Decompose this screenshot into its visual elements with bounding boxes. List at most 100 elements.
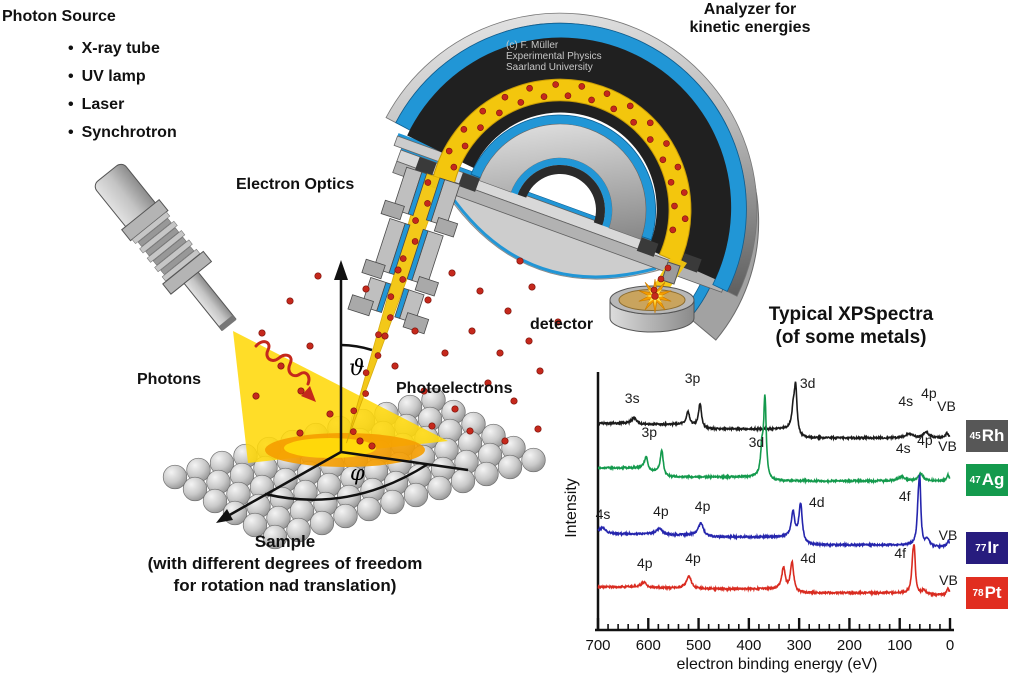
electron-dot [445,147,453,155]
theta-symbol: ϑ [349,356,365,381]
electron-dot [671,202,678,210]
electron-dot [374,352,382,359]
photoelectron-dot [306,342,314,350]
exit-slit-block [679,253,702,273]
thread-rib [145,227,180,257]
x-axis-label: electron binding energy (eV) [676,656,878,673]
peak-label-rh-4s: 4s [898,393,913,409]
electron-dot [350,407,358,415]
photon-source-item-label: Synchrotron [81,124,177,141]
sample-atom [427,475,452,501]
electron-dot [526,84,533,92]
electron-dot [564,92,572,100]
electron-dot [646,136,654,143]
electron-dot [479,107,487,115]
electron-dot [578,83,586,90]
analyzer-label-line2: kinetic energies [689,19,811,36]
photoelectron-dot [391,362,399,370]
sample-atom [182,476,208,502]
electron-dot [387,293,395,300]
credit-line1: (c) F. Müller [506,40,559,51]
bullet-icon: • [68,40,74,57]
thread-rib [152,236,187,266]
spectrum-curve-pt [597,544,951,598]
peak-label-pt-4f: 4f [894,545,906,561]
photoelectrons-label: Photoelectrons [396,380,513,397]
analyzer-cavity [407,37,732,280]
analyzer-label: Analyzer for kinetic energies [640,1,860,37]
photoelectron-dot [420,387,428,395]
peak-label-ag-4p: 4p [917,432,933,448]
photoelectron-dot [381,332,389,340]
sample-atom [333,503,358,529]
tick-label: 100 [887,637,912,654]
electron-dot [664,264,672,272]
hemispherical-analyzer [385,12,760,341]
peak-label-pt-4d: 4d [800,550,816,566]
photoelectron-dot [448,269,456,277]
electron-dot [411,238,419,245]
photoelectron-dot [484,379,492,387]
gun-thread [131,211,201,282]
electron-dots-exit [650,264,672,294]
peak-label-ir-4s: 4s [596,506,611,522]
atomic-number: 78 [972,587,984,599]
phi-arc [264,462,429,501]
photon-source-item-label: X-ray tube [81,40,160,57]
peak-label-pt-4p: 4p [637,555,653,571]
peak-label-rh-3s: 3s [625,390,640,406]
photoelectron-dot [277,362,285,370]
photon-source-item: • X-ray tube [68,40,160,58]
electron-dot [667,179,675,186]
photoelectron-dot [501,437,509,445]
theta-arc [340,343,373,352]
electron-dot [674,163,682,171]
electron-dot [412,217,419,224]
photoelectron-dot [554,318,562,326]
photoelectron-dot [411,327,419,335]
peak-label-ir-vb: VB [939,527,958,543]
sample-atom [497,454,523,480]
exit-slit-block [636,237,659,257]
photon-wave-arrow [254,340,316,402]
electron-dot [626,102,634,110]
peak-label-rh-3p: 3p [685,370,701,386]
electron-dot [349,428,357,435]
electron-dots-in-analyzer [445,81,689,234]
photoelectron-dot [516,257,524,265]
photoelectron-dot [286,297,294,305]
photoelectron-dot [510,397,518,405]
peak-label-pt-vb: VB [939,572,958,588]
electron-dot [663,140,670,147]
sample-caption-line2: (with different degrees of freedom [147,554,423,573]
photon-source-item-label: UV lamp [81,68,146,85]
element-symbol: Ag [981,470,1005,489]
lens-elements [347,166,461,335]
element-symbol: Rh [981,426,1005,445]
peak-label-ag-4s: 4s [896,440,911,456]
thread-rib [146,230,186,263]
bullet-icon: • [68,96,74,113]
electron-dot [375,331,382,339]
atomic-number: 77 [975,542,987,554]
sample-atom [403,482,429,508]
photoelectron-dot [356,437,364,445]
photon-source-item: •UV lamp [68,68,146,86]
analyzer-lower-bowl-rim [447,192,657,279]
photoelectron-dot [297,387,305,395]
photon-gun [94,163,237,332]
peak-label-ir-4p: 4p [653,503,669,519]
photoelectron-dot [525,337,533,345]
chart-title-line2: (of some metals) [775,327,927,348]
electron-dot [680,189,688,196]
peak-label-rh-3d: 3d [800,375,816,391]
photoelectron-dot [428,422,436,430]
electron-dot [461,142,469,150]
photoelectron-dot [424,296,432,304]
peak-label-pt-4p: 4p [685,550,701,566]
sample-atom [162,464,188,490]
element-symbol: Pt [984,583,1002,602]
electron-dot [362,390,369,397]
